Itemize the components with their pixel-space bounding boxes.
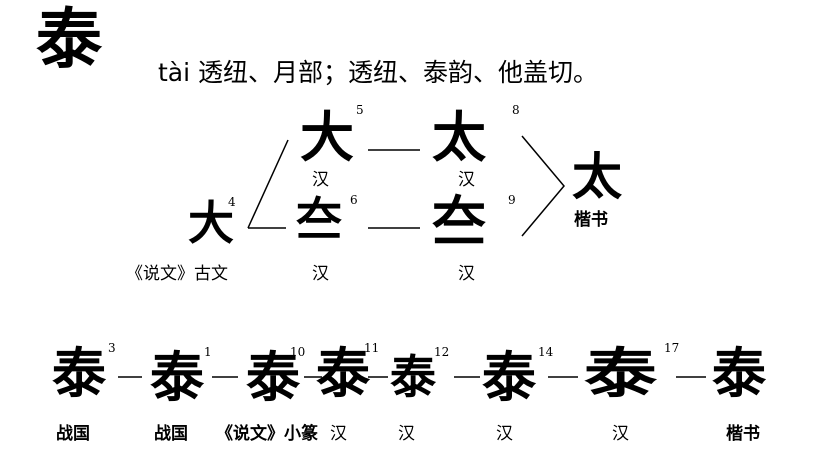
lower-glyph-1-number: 3 [108,341,116,355]
source-glyph-label: 《说文》古文 [126,264,228,284]
result-glyph-label: 楷书 [574,210,608,230]
upper-row2-glyph-2-number: 9 [508,193,516,207]
upper-row1-glyph-2: 太 [432,105,486,169]
upper-row1-glyph-2-number: 8 [512,103,520,117]
upper-row2-glyph-1-label: 汉 [312,264,329,284]
lower-glyph-1: 泰 [52,341,106,405]
upper-row1-glyph-2-label: 汉 [458,170,475,190]
lower-glyph-7-label: 汉 [612,424,629,444]
lower-glyph-4-label: 汉 [330,424,347,444]
upper-row1-glyph-1-number: 5 [356,103,364,117]
lower-glyph-2-number: 1 [204,345,212,359]
lower-glyph-5-number: 12 [434,345,450,359]
lower-glyph-6-number: 14 [538,345,554,359]
upper-row2-glyph-1: 夳 [296,192,342,246]
lower-glyph-1-label: 战国 [56,424,90,444]
pronunciation-text: tài 透纽、月部；透纽、泰韵、他盖切。 [158,58,599,87]
upper-row2-glyph-2-label: 汉 [458,264,475,284]
source-glyph-number: 4 [228,195,236,209]
lower-glyph-3-label: 《说文》小篆 [216,424,318,444]
result-glyph: 太 [572,147,622,206]
lower-glyph-3-number: 10 [290,345,306,359]
lower-glyph-5: 泰 [390,350,436,404]
lower-glyph-4: 泰 [316,341,370,405]
head-character: 泰 [36,0,102,78]
source-glyph: 大 [188,196,234,250]
upper-row2-glyph-1-number: 6 [350,193,358,207]
lower-glyph-3: 泰 [246,345,300,409]
lower-glyph-7: 泰 [584,341,657,405]
lower-glyph-2-label: 战国 [154,424,188,444]
lower-glyph-8: 泰 [712,341,766,405]
lower-glyph-4-number: 11 [364,341,380,355]
lower-glyph-8-label: 楷书 [726,424,760,444]
upper-row1-glyph-1: 大 [300,105,354,169]
upper-row2-glyph-2: 夳 [432,189,486,253]
upper-row1-glyph-1-label: 汉 [312,170,329,190]
lower-glyph-2: 泰 [150,345,204,409]
lower-glyph-6-label: 汉 [496,424,513,444]
lower-glyph-5-label: 汉 [398,424,415,444]
lower-glyph-6: 泰 [482,345,536,409]
lower-glyph-7-number: 17 [664,341,680,355]
